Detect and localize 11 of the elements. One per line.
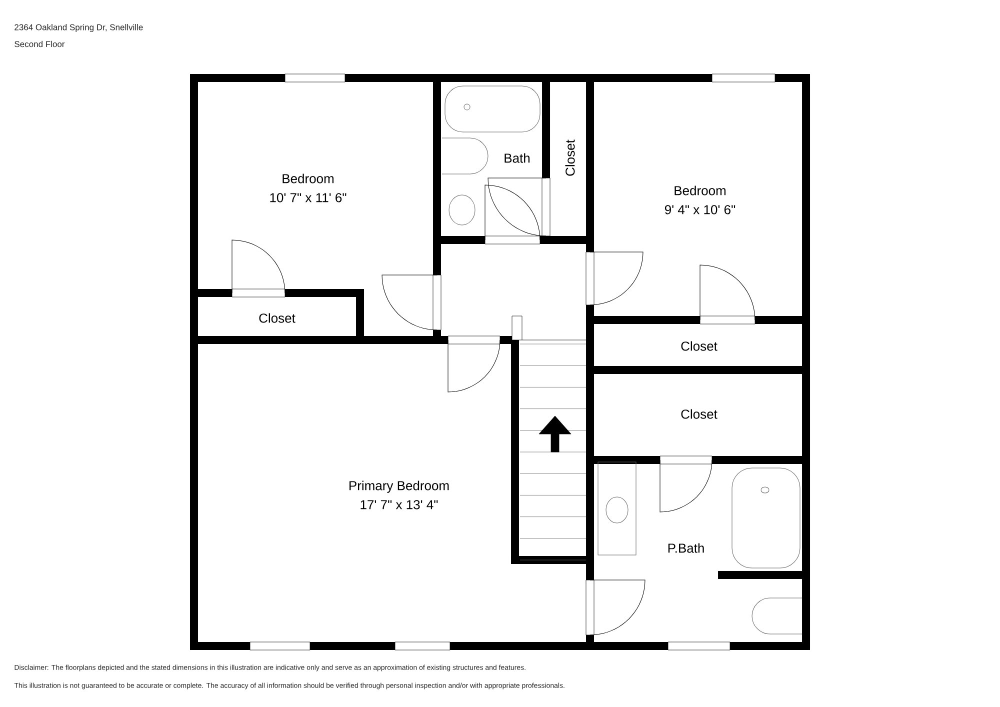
room-label: Closet — [259, 313, 296, 323]
room-label: Primary Bedroom 17' 7" x 13' 4" — [350, 480, 449, 510]
room-label: Bedroom 10' 7" x 11' 6" — [270, 174, 346, 202]
room-label: P.Bath — [668, 543, 704, 553]
room-label: Closet — [681, 341, 718, 351]
address-text: 2364 Oakland Spring Dr, Snellville — [14, 24, 143, 32]
floor-title: Second Floor — [14, 40, 65, 48]
room-label: Closet — [681, 409, 718, 419]
room-label: Bath — [504, 153, 530, 163]
room-label: Bedroom 9' 4" x 10' 6" — [664, 186, 736, 214]
room-label: Closet — [565, 140, 575, 176]
